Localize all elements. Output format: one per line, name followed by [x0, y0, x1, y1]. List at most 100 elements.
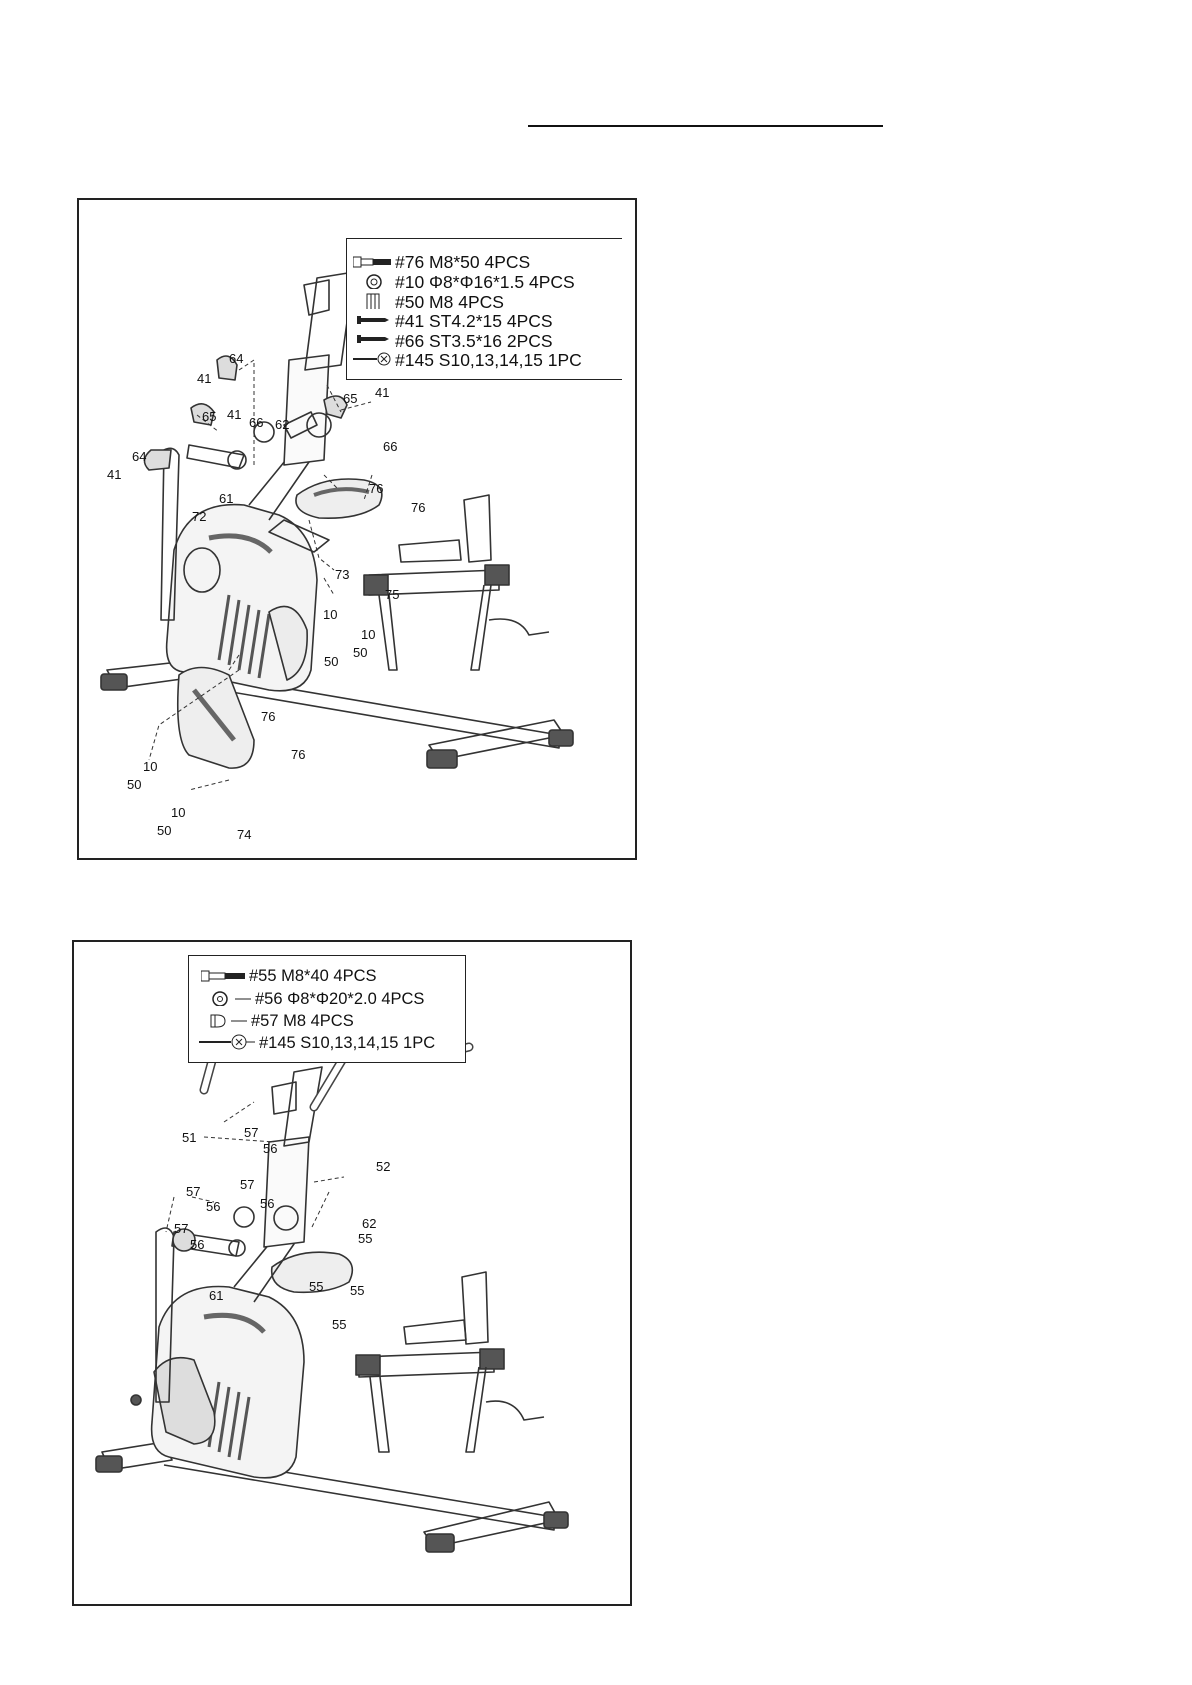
callout-66: 66: [383, 439, 398, 454]
console-mast: [283, 1066, 323, 1147]
handle-crossbar-61: [186, 444, 245, 469]
callout-56: 56: [190, 1237, 205, 1252]
callout-41: 41: [197, 371, 212, 386]
legend-item-145: #145 S10,13,14,15 1PC: [259, 1033, 436, 1052]
rear-foot-cap-left: [425, 1533, 455, 1553]
nut-icon: [366, 293, 380, 309]
front-foot-cap: [95, 1455, 123, 1473]
housing-trim: [203, 1312, 266, 1334]
seat-rail-left-cap: [363, 574, 389, 596]
legend-item-145: #145 S10,13,14,15 1PC: [395, 349, 582, 370]
callout-50: 50: [324, 654, 339, 669]
seat-back-post: [461, 1271, 489, 1345]
crank-nub: [130, 1394, 142, 1406]
legend-item-10: #10 Φ8*Φ16*1.5 4PCS: [395, 271, 575, 292]
washer-icon: [212, 991, 251, 1006]
rear-foot-cap-right: [548, 729, 574, 747]
bolt-icon: [353, 256, 391, 268]
handle-end-left: [172, 1228, 196, 1252]
callout-57: 57: [240, 1177, 255, 1192]
seat-back-post: [463, 494, 492, 563]
legend-item-50: #50 M8 4PCS: [395, 291, 504, 312]
handle-post: [155, 1227, 175, 1403]
front-cover: [268, 605, 308, 681]
callout-64: 64: [132, 449, 147, 464]
seat-leg-right: [470, 584, 492, 671]
assembly-figure-step-1: #76 M8*50 4PCS #10 Φ8*Φ16*1.5 4PCS #50 M…: [77, 198, 637, 860]
callout-62: 62: [362, 1216, 377, 1231]
front-foot-cap: [100, 673, 128, 691]
callout-61: 61: [219, 491, 234, 506]
cap-nut-icon: [210, 1014, 247, 1028]
crank-hub: [183, 547, 221, 593]
seat-leg-right: [465, 1366, 487, 1453]
wrench-icon: [199, 1034, 255, 1050]
housing-vents: [217, 594, 271, 679]
leader-lines: [165, 1101, 345, 1233]
seat-leg-left: [378, 594, 398, 671]
callout-41: 41: [107, 467, 122, 482]
washer-icon: [366, 274, 382, 289]
sensor-left: [233, 1206, 255, 1228]
callout-66: 66: [249, 415, 264, 430]
handle-end-right: [228, 1239, 246, 1257]
upright-tube: [283, 354, 330, 466]
screw-icon: [357, 335, 389, 343]
leader-lines: [148, 359, 373, 791]
legend-item-57: #57 M8 4PCS: [251, 1011, 354, 1030]
callout-76: 76: [261, 709, 276, 724]
seat-rail-right-cap: [484, 564, 510, 586]
callout-65: 65: [343, 391, 358, 406]
seat-leg-left: [369, 1376, 390, 1453]
callout-10: 10: [323, 607, 338, 622]
callout-73: 73: [335, 567, 350, 582]
callout-50: 50: [157, 823, 172, 838]
handle-end-left: [227, 450, 247, 470]
callout-57: 57: [244, 1125, 259, 1140]
callout-10: 10: [143, 759, 158, 774]
knob-62: [273, 1205, 299, 1231]
callout-65: 65: [202, 409, 217, 424]
pedal-right: [270, 1251, 354, 1294]
cover-64-top: [216, 355, 238, 381]
wrench-icon: [353, 352, 391, 366]
bolt-icon: [201, 970, 245, 982]
knob-62: [306, 412, 332, 438]
callout-55: 55: [350, 1283, 365, 1298]
callout-41: 41: [375, 385, 390, 400]
housing-trim: [208, 533, 273, 554]
seat-rail-right-cap: [479, 1348, 505, 1370]
cover-65-left: [190, 403, 215, 426]
callout-64: 64: [229, 351, 244, 366]
console-plate: [271, 1081, 297, 1115]
callout-55: 55: [358, 1231, 373, 1246]
cable: [488, 618, 550, 636]
callout-74: 74: [237, 827, 252, 842]
header-underline: [528, 125, 883, 127]
legend-item-55: #55 M8*40 4PCS: [249, 966, 377, 985]
callout-76: 76: [369, 481, 384, 496]
callout-57: 57: [174, 1221, 189, 1236]
hardware-legend-step-1: #76 M8*50 4PCS #10 Φ8*Φ16*1.5 4PCS #50 M…: [346, 238, 622, 380]
crank-arm-73: [268, 519, 330, 553]
console-plate: [303, 279, 330, 316]
callout-56: 56: [263, 1141, 278, 1156]
callout-61: 61: [209, 1288, 224, 1303]
assembly-figure-step-2: #55 M8*40 4PCS #56 Φ8*Φ20*2.0 4PCS #57 M…: [72, 940, 632, 1606]
callout-55: 55: [332, 1317, 347, 1332]
callout-50: 50: [127, 777, 142, 792]
callout-10: 10: [361, 627, 376, 642]
handle-knob: [283, 411, 318, 439]
callout-41: 41: [227, 407, 242, 422]
callout-75: 75: [385, 587, 400, 602]
legend-item-56: #56 Φ8*Φ20*2.0 4PCS: [255, 989, 425, 1008]
callout-51: 51: [182, 1130, 197, 1145]
legend-item-66: #66 ST3.5*16 2PCS: [395, 330, 553, 351]
seat-bracket: [403, 1319, 467, 1345]
handle-post-72: [160, 447, 180, 621]
seat-rail-left-cap: [355, 1354, 381, 1376]
cover-65-right: [323, 395, 348, 419]
cover-64-left: [143, 449, 172, 471]
cable: [485, 1400, 545, 1421]
pedal-75-strap: [313, 487, 370, 497]
